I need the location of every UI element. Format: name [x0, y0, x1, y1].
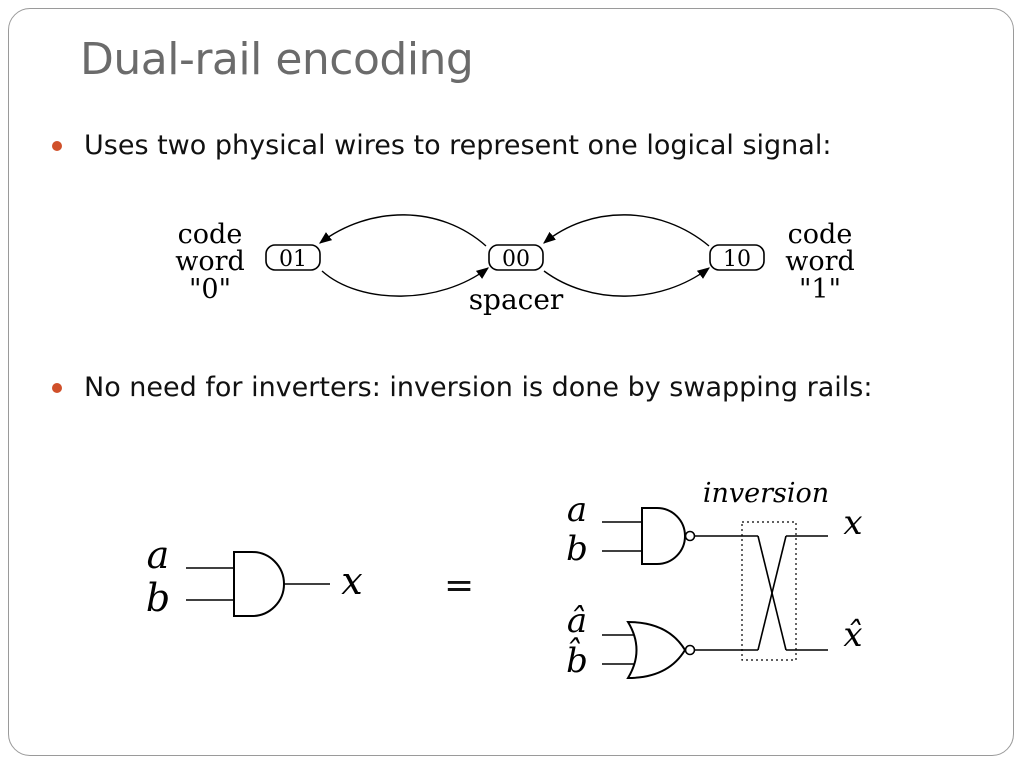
- and-gate-symbol: [233, 551, 285, 617]
- input-b-label: b: [146, 576, 170, 620]
- arrow-00-to-10: [543, 267, 711, 297]
- code-word-1-line-2: word: [785, 246, 855, 277]
- state-box-01: [265, 244, 321, 271]
- code-word-0-line-1: code: [178, 219, 243, 250]
- nor-inversion-bubble: [684, 644, 696, 656]
- code-word-1-line-3: "1": [799, 274, 841, 305]
- input-a-label: a: [147, 533, 170, 577]
- spacer-label: spacer: [469, 283, 564, 316]
- state-label-10: 10: [723, 247, 751, 272]
- top-input-b-label: b: [566, 529, 588, 569]
- state-box-10: [709, 244, 765, 271]
- code-word-1-line-1: code: [788, 219, 853, 250]
- arrow-01-to-00: [321, 267, 489, 297]
- equals-sign: =: [444, 565, 475, 606]
- bottom-input-a-hat-label: â: [567, 601, 587, 641]
- bullet-dot-icon: [52, 140, 62, 151]
- slide-frame: [8, 8, 1014, 756]
- code-word-0-line-3: "0": [189, 274, 231, 305]
- arrow-10-to-00: [543, 214, 710, 247]
- arrow-00-to-01: [318, 214, 487, 247]
- bullet-dot-icon: [52, 382, 62, 393]
- state-box-00: [488, 244, 544, 271]
- code-word-0-line-2: word: [175, 246, 245, 277]
- bullet-text-1: Uses two physical wires to represent one…: [84, 130, 832, 161]
- output-x-label: x: [341, 559, 362, 603]
- nand-inversion-bubble: [684, 530, 696, 542]
- inversion-box: [741, 521, 797, 661]
- nor-gate-symbol: [626, 620, 687, 680]
- output-x-label: x: [843, 503, 862, 543]
- bottom-input-b-hat-label: b̂: [566, 638, 588, 681]
- cross-wire-2: [757, 535, 787, 651]
- slide-title: Dual-rail encoding: [80, 34, 474, 85]
- output-x-hat-label: x̂: [843, 615, 862, 655]
- top-input-a-label: a: [567, 490, 587, 530]
- bullet-item-2: No need for inverters: inversion is done…: [52, 372, 872, 403]
- inversion-label: inversion: [703, 478, 829, 509]
- nand-gate-symbol: [641, 507, 686, 565]
- state-label-01: 01: [279, 247, 307, 272]
- state-label-00: 00: [502, 247, 530, 272]
- bullet-text-2: No need for inverters: inversion is done…: [84, 372, 873, 403]
- bullet-item-1: Uses two physical wires to represent one…: [52, 130, 831, 161]
